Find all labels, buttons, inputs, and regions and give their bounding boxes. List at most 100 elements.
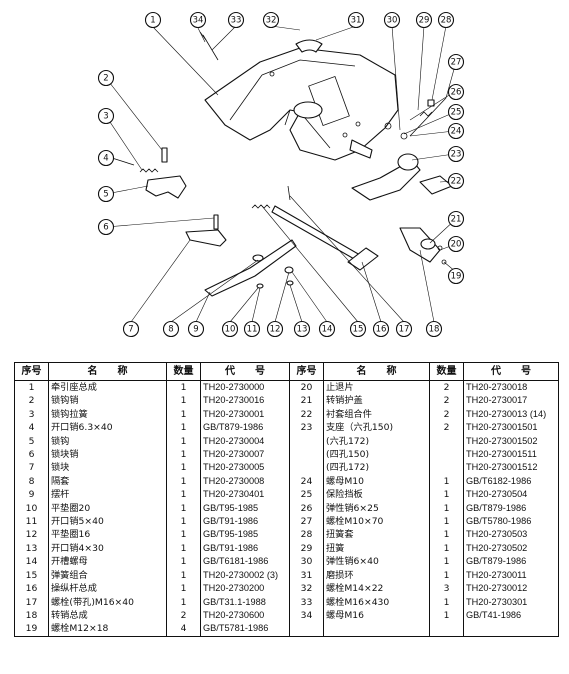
table-cell <box>323 622 430 637</box>
callout-13: 13 <box>293 320 311 338</box>
table-cell: 25 <box>289 488 324 502</box>
table-cell <box>289 622 324 637</box>
callout-label: 5 <box>103 190 108 200</box>
table-cell: 2 <box>429 380 464 395</box>
table-cell: TH20-2730005 <box>200 461 290 475</box>
table-cell: 12 <box>14 528 49 542</box>
callout-label: 12 <box>270 325 281 335</box>
callout-11: 11 <box>243 320 261 338</box>
callout-26: 26 <box>447 83 465 101</box>
table-cell: TH20-273001502 <box>463 434 559 449</box>
table-cell: TH20-2730600 <box>200 608 290 623</box>
callout-label: 8 <box>168 325 173 335</box>
table-cell: 1 <box>14 380 49 395</box>
callout-label: 14 <box>322 325 333 335</box>
table-cell: 摆杆 <box>48 488 167 502</box>
table-cell: GB/T41-1986 <box>463 608 559 623</box>
bolt-m16x40-part <box>287 185 291 201</box>
callout-21: 21 <box>447 210 465 228</box>
callout-label: 20 <box>451 240 462 250</box>
table-cell: 1 <box>166 515 201 529</box>
table-cell: 转销总成 <box>48 608 167 623</box>
table-cell: 4 <box>166 622 201 637</box>
bushing-part <box>419 175 453 195</box>
callout-label: 21 <box>451 215 462 225</box>
table-cell: 5 <box>14 434 49 449</box>
table-cell: TH20-2730001 <box>200 407 290 422</box>
callout-label: 15 <box>353 325 364 335</box>
table-cell: 3 <box>14 407 49 422</box>
table-cell: TH20-2730504 <box>463 488 559 502</box>
table-cell: TH20-2730016 <box>200 394 290 408</box>
callout-20: 20 <box>447 235 465 253</box>
table-cell: 1 <box>166 541 201 556</box>
table-cell: 1 <box>429 515 464 529</box>
table-cell: 开口销4×30 <box>48 541 167 556</box>
callout-label: 6 <box>103 223 108 233</box>
table-cell: 螺母M10 <box>323 474 430 489</box>
callout-22: 22 <box>447 172 465 190</box>
table-cell: TH20-2730002 (3) <box>200 568 290 583</box>
table-cell: 螺栓(带孔)M16×40 <box>48 595 167 609</box>
lock-hook-pin-part <box>161 147 168 163</box>
callout-label: 30 <box>387 16 398 26</box>
table-cell: 止退片 <box>323 380 430 395</box>
callout-label: 4 <box>103 154 108 164</box>
callout-label: 13 <box>297 325 308 335</box>
wear-ring-part <box>295 39 323 53</box>
table-cell: 28 <box>289 528 324 542</box>
callout-32: 32 <box>262 11 280 29</box>
callout-17: 17 <box>395 320 413 338</box>
table-cell: TH20-273001511 <box>463 448 559 462</box>
table-cell: TH20-2730301 <box>463 595 559 609</box>
callout-label: 1 <box>150 16 155 26</box>
table-cell: 4 <box>14 421 49 435</box>
table-cell: 开槽螺母 <box>48 555 167 569</box>
callout-19: 19 <box>447 267 465 285</box>
table-cell: 8 <box>14 474 49 489</box>
table-cell: 1 <box>166 595 201 609</box>
callout-7: 7 <box>122 320 140 338</box>
column-header: 代 号 <box>200 362 290 381</box>
table-cell: 1 <box>166 474 201 489</box>
column-header: 序号 <box>14 362 49 381</box>
table-cell: GB/T879-1986 <box>463 501 559 516</box>
table-cell <box>289 461 324 475</box>
table-cell: TH20-2730012 <box>463 582 559 596</box>
table-cell: 1 <box>429 541 464 556</box>
table-cell <box>429 448 464 462</box>
callout-label: 7 <box>128 325 133 335</box>
table-cell: 2 <box>429 421 464 435</box>
table-cell: 30 <box>289 555 324 569</box>
operating-lever-part <box>271 205 379 271</box>
callout-5: 5 <box>97 185 115 203</box>
callout-23: 23 <box>447 145 465 163</box>
callout-9: 9 <box>187 320 205 338</box>
table-cell: TH20-2730007 <box>200 448 290 462</box>
table-cell: TH20-2730017 <box>463 394 559 408</box>
callout-label: 19 <box>451 272 462 282</box>
table-cell: 1 <box>429 528 464 542</box>
callout-label: 34 <box>193 16 204 26</box>
table-cell <box>463 622 559 637</box>
table-cell: 1 <box>429 474 464 489</box>
callout-25: 25 <box>447 103 465 121</box>
callout-label: 3 <box>103 112 108 122</box>
callout-6: 6 <box>97 218 115 236</box>
table-cell: 15 <box>14 568 49 583</box>
table-cell: 1 <box>429 555 464 569</box>
callout-34: 34 <box>189 11 207 29</box>
table-cell: 2 <box>166 608 201 623</box>
table-cell: 1 <box>166 568 201 583</box>
